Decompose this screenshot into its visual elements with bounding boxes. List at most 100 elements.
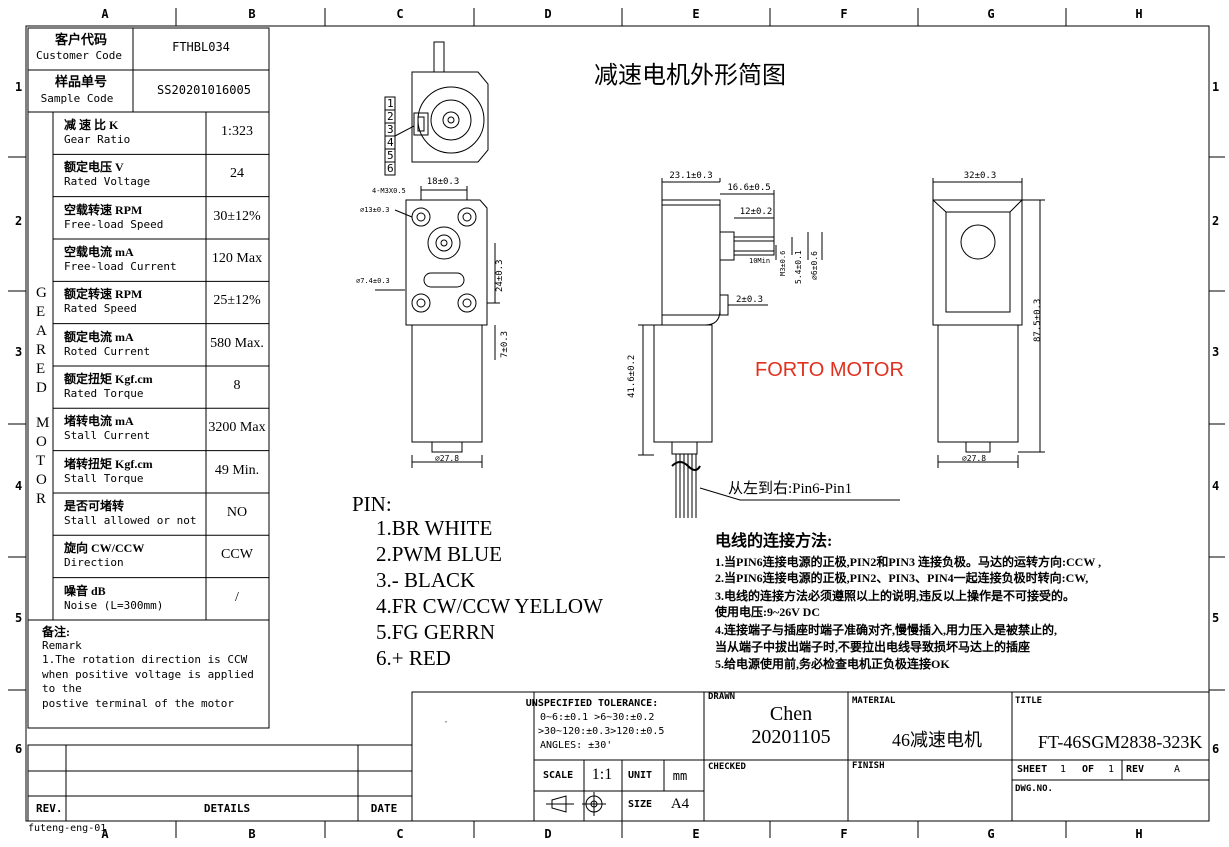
material-label: MATERIAL xyxy=(852,696,896,706)
wiring-line: 4.连接端子与插座时端子准确对齐,慢慢插入,用力压入是被禁止的, xyxy=(715,623,1058,637)
title-block-grid xyxy=(411,691,1210,822)
remark-line: when positive voltage is applied xyxy=(42,667,254,681)
revision-details-label: DETAILS xyxy=(203,802,251,815)
pin-list-item: 3.- BLACK xyxy=(376,568,476,592)
zone-col-bottom-A: A xyxy=(101,827,109,841)
wiring-title: 电线的连接方法: xyxy=(715,533,833,550)
spec-row-value: 25±12% xyxy=(213,293,261,309)
remark-title-cn: 备注: xyxy=(42,625,70,639)
zone-row-right-4: 4 xyxy=(1212,479,1220,493)
spec-row-label-en: Free-load Current xyxy=(64,259,177,273)
dim-front-spacing: 18±0.3 xyxy=(426,177,460,187)
sample-code-en: Sample Code xyxy=(40,92,114,105)
wiring-line: 当从端子中拔出端子时,不要拉出电线导致损坏马达上的插座 xyxy=(715,640,1031,654)
rev-label: REV xyxy=(1126,764,1145,775)
spec-row-label-en: Gear Ratio xyxy=(64,133,131,146)
tolerance-line-1: 0~6:±0.1 >6~30:±0.2 xyxy=(540,712,655,723)
spec-row-label-cn: 额定转速 RPM xyxy=(64,287,143,302)
spec-row-label-en: Direction xyxy=(64,556,124,570)
pin-number: 3 xyxy=(387,123,394,136)
drawing-number-title: FT-46SGM2838-323K xyxy=(1038,732,1203,752)
dim-right-total-length: 87.5±0.3 xyxy=(1033,298,1043,342)
side-label-letter: O xyxy=(36,434,47,450)
dim-side-thread: M3±0.6 xyxy=(779,250,787,276)
sheet-value: 1 xyxy=(1060,764,1067,775)
footer-id: futeng-eng-01 xyxy=(28,823,107,834)
tolerance-title: UNSPECIFIED TOLERANCE: xyxy=(525,698,659,709)
wiring-line: 1.当PIN6连接电源的正极,PIN2和PIN3 连接负极。马达的运转方向:CC… xyxy=(715,555,1102,569)
dim-side-width: 23.1±0.3 xyxy=(669,171,713,181)
dim-front-hole: ⌀7.4±0.3 xyxy=(356,277,390,285)
projection-symbol-icon xyxy=(546,792,606,816)
spec-row-label-en: Rated Speed xyxy=(64,302,137,316)
dim-side-flat: 5.4±0.1 xyxy=(794,250,803,284)
wiring-line: 使用电压:9~26V DC xyxy=(715,605,821,619)
front-view-drawing xyxy=(375,41,500,468)
zone-row-right-6: 6 xyxy=(1212,742,1220,756)
zone-col-bottom-B: B xyxy=(248,827,256,841)
dim-side-min: 10Min xyxy=(749,257,771,265)
finish-label: FINISH xyxy=(852,761,885,771)
side-label-letter: D xyxy=(36,380,47,396)
dim-front-height: 24±0.3 xyxy=(495,259,505,292)
spec-row-label-cn: 堵转扭矩 Kgf.cm xyxy=(64,456,153,471)
spec-row-value: NO xyxy=(226,504,248,520)
dim-side-shaft-length: 16.6±0.5 xyxy=(727,183,771,193)
zone-row-left-4: 4 xyxy=(15,479,23,493)
spec-row-label-cn: 噪音 dB xyxy=(64,583,106,598)
zone-row-right-2: 2 xyxy=(1212,214,1220,228)
dim-front-motor-dia: ⌀27.8 xyxy=(434,454,460,463)
dim-side-shaft-flat: 12±0.2 xyxy=(739,207,773,217)
spec-row-label-en: Free-load Speed xyxy=(64,217,164,231)
spec-row-label-en: Noise (L=300mm) xyxy=(64,598,164,612)
drawn-label: DRAWN xyxy=(708,692,736,702)
zone-col-top-G: G xyxy=(987,7,995,21)
side-label-letter: R xyxy=(36,342,47,358)
zone-col-bottom-G: G xyxy=(987,827,995,841)
checked-label: CHECKED xyxy=(708,762,746,772)
side-label-letter: T xyxy=(36,453,46,469)
dwg-no-label: DWG.NO. xyxy=(1015,784,1053,794)
pin-title: PIN: xyxy=(352,492,392,516)
customer-code-cn: 客户代码 xyxy=(54,32,108,47)
spec-row-label-cn: 额定扭矩 Kgf.cm xyxy=(64,371,153,386)
size-label: SIZE xyxy=(628,799,653,810)
sample-code-value: SS20201016005 xyxy=(157,83,251,97)
pin-list-item: 1.BR WHITE xyxy=(376,516,493,540)
side-label-letter: O xyxy=(36,472,47,488)
side-label-letter: G xyxy=(36,285,47,301)
customer-code-en: Customer Code xyxy=(35,49,123,62)
spec-row-label-cn: 堵转电流 mA xyxy=(64,414,134,429)
zone-col-top-H: H xyxy=(1135,7,1143,21)
of-value: 1 xyxy=(1108,764,1115,775)
spec-row-label-cn: 是否可堵转 xyxy=(64,498,125,513)
pin-number: 1 xyxy=(387,97,394,110)
zone-col-top-F: F xyxy=(840,7,848,21)
drawing-title: 减速电机外形简图 xyxy=(594,63,786,89)
sheet-label: SHEET xyxy=(1017,764,1048,775)
dim-right-motor-dia: ⌀27.8 xyxy=(961,454,987,463)
tolerance-angles: ANGLES: ±30' xyxy=(540,740,613,751)
zone-col-bottom-H: H xyxy=(1135,827,1143,841)
right-view-drawing xyxy=(932,178,1045,468)
spec-row-label-cn: 旋向 CW/CCW xyxy=(64,541,145,556)
side-label-letter: M xyxy=(36,415,50,431)
zone-col-top-C: C xyxy=(396,7,404,21)
material-value: 46减速电机 xyxy=(892,730,982,750)
pin-list-item: 2.PWM BLUE xyxy=(376,542,502,566)
spec-row-label-en: Stall allowed or not xyxy=(64,513,197,527)
zone-ticks xyxy=(8,8,1225,838)
spec-row-label-cn: 空载转速 RPM xyxy=(64,202,143,217)
rev-value: A xyxy=(1174,764,1181,775)
wiring-line: 3.电线的连接方法必须遵照以上的说明,违反以上操作是不可接受的。 xyxy=(715,589,1076,603)
unit-value: mm xyxy=(672,769,688,783)
dim-side-shaft-dia: ⌀6±0.6 xyxy=(810,251,819,280)
remark-line: 1.The rotation direction is CCW xyxy=(42,653,248,666)
spec-row-value: 49 Min. xyxy=(214,462,260,478)
pin-list-item: 5.FG GERRN xyxy=(376,620,496,644)
dim-front-bore: ⌀13±0.3 xyxy=(360,206,390,214)
spec-row-label-cn: 额定电流 mA xyxy=(64,329,134,344)
spec-row-value: CCW xyxy=(221,547,253,563)
zone-col-bottom-C: C xyxy=(396,827,404,841)
